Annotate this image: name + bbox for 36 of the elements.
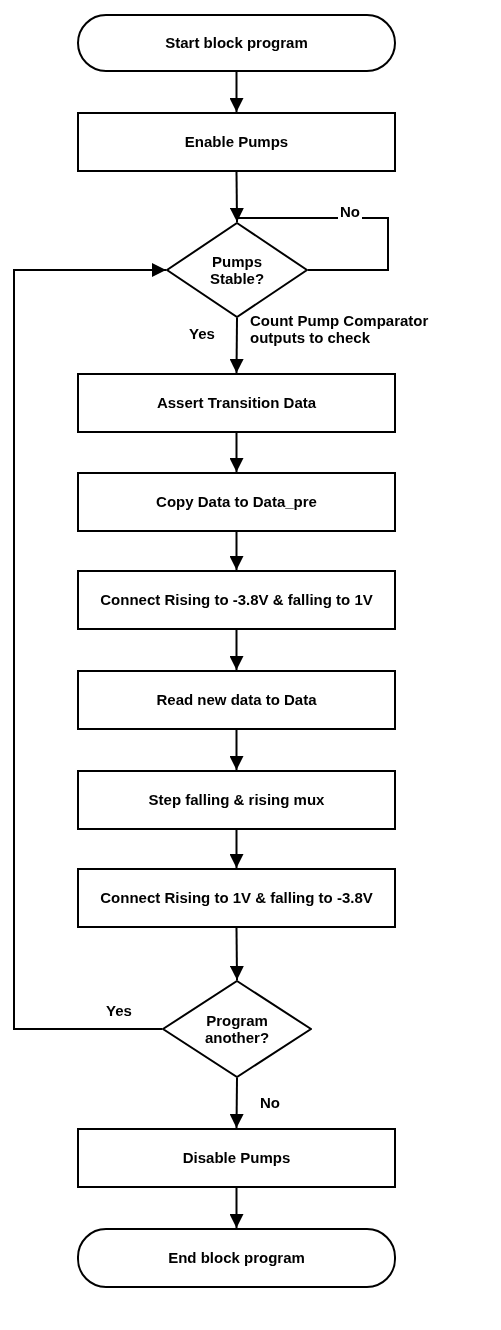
process-box: [77, 112, 396, 172]
node-text: Connect Rising to -3.8V & falling to 1V: [100, 591, 373, 609]
arrow: [229, 531, 244, 571]
node-text: Copy Data to Data_pre: [156, 493, 317, 511]
process-box: [77, 868, 396, 928]
node-text: Assert Transition Data: [156, 394, 317, 412]
node-text: Connect Rising to 1V & falling to -3.8V: [100, 889, 373, 907]
arrow: [229, 927, 244, 981]
decision-diamond: [162, 980, 312, 1078]
node-text: Enable Pumps: [184, 133, 289, 151]
terminal-box: [77, 14, 396, 72]
arrow: [229, 629, 244, 671]
arrow: [229, 432, 244, 473]
arrow: [229, 829, 244, 869]
process-box: [77, 472, 396, 532]
node-text: Read new data to Data: [156, 691, 317, 709]
terminal-box: [77, 1228, 396, 1288]
process-box: [77, 373, 396, 433]
arrow: [13, 263, 167, 1030]
node-text: Step falling & rising mux: [148, 791, 325, 809]
arrow: [229, 1077, 244, 1129]
process-box: [77, 770, 396, 830]
node-text: Pumps Stable?: [208, 252, 266, 288]
node-text: End block program: [168, 1249, 305, 1267]
arrow: [229, 171, 244, 223]
arrow: [229, 71, 244, 113]
arrow: [229, 317, 244, 374]
arrow: [229, 1187, 244, 1229]
node-text: Start block program: [165, 34, 308, 52]
process-box: [77, 670, 396, 730]
process-box: [77, 570, 396, 630]
process-box: [77, 1128, 396, 1188]
node-text: Disable Pumps: [182, 1149, 291, 1167]
node-text: Program another?: [203, 1011, 271, 1047]
arrow: [229, 729, 244, 771]
decision-diamond: [166, 222, 308, 318]
